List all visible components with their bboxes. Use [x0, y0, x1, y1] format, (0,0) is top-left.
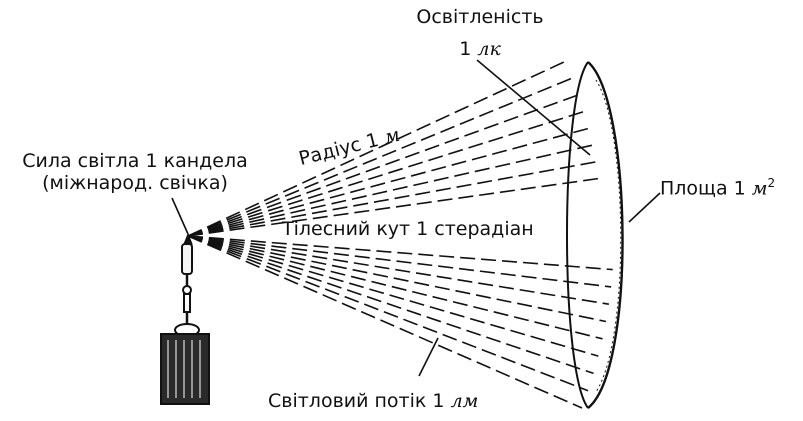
light-ray-lower [187, 235, 583, 409]
light-ray-lower [187, 235, 612, 288]
cap-surface-front [587, 61, 624, 409]
lamp-upper-rod [181, 243, 193, 275]
illuminance-pointer [476, 59, 591, 156]
illuminance-title: Освітленість [416, 6, 544, 28]
lamp-joint [182, 285, 192, 295]
light-ray-lower [187, 235, 589, 392]
light-rays [187, 61, 613, 409]
lamp-stand-block [160, 333, 210, 405]
area-pointer [628, 192, 661, 223]
light-ray-upper [187, 177, 601, 237]
light-ray-lower [187, 235, 594, 375]
light-ray-lower [187, 235, 607, 323]
illuminance-value: 1 [459, 38, 472, 60]
light-ray-lower [187, 235, 603, 340]
pointer-lines [171, 59, 661, 377]
solid-angle-label: Тілесний кут 1 стерадіан [282, 218, 534, 240]
flux-unit: лм [450, 390, 479, 412]
light-ray-upper [187, 77, 572, 237]
intensity-line-2: (міжнарод. свічка) [42, 172, 228, 194]
light-ray-upper [187, 127, 589, 237]
intensity-pointer [171, 197, 189, 235]
flux-pointer [418, 337, 439, 377]
light-source-standard [160, 232, 210, 405]
light-ray-upper [187, 61, 565, 237]
lamp-lower-rod [183, 293, 191, 313]
sphere-cap [566, 61, 624, 409]
area-text: Площа 1 [660, 177, 746, 200]
cap-surface-hatch [595, 79, 622, 393]
light-ray-upper [187, 160, 598, 237]
light-ray-upper [187, 94, 578, 237]
flux-text: Світловий потік 1 [268, 390, 445, 412]
light-ray-upper [187, 144, 594, 237]
illuminance-value-line: 1 лк [400, 38, 560, 60]
illuminance-unit: лк [477, 38, 501, 60]
light-ray-lower [187, 235, 599, 357]
illuminance-label: Освітленість 1 лк [400, 6, 560, 60]
intensity-label: Сила світла 1 кандела (міжнарод. свічка) [10, 150, 260, 194]
area-unit: м [751, 177, 768, 200]
intensity-line-1: Сила світла 1 кандела [22, 150, 248, 172]
light-ray-lower [187, 235, 610, 305]
area-exponent: 2 [767, 176, 776, 190]
light-ray-upper [187, 111, 584, 237]
area-label: Площа 1 м2 [660, 172, 775, 199]
cap-ellipse-back [566, 61, 589, 409]
light-ray-lower [187, 235, 613, 271]
flux-label: Світловий потік 1 лм [268, 390, 478, 412]
